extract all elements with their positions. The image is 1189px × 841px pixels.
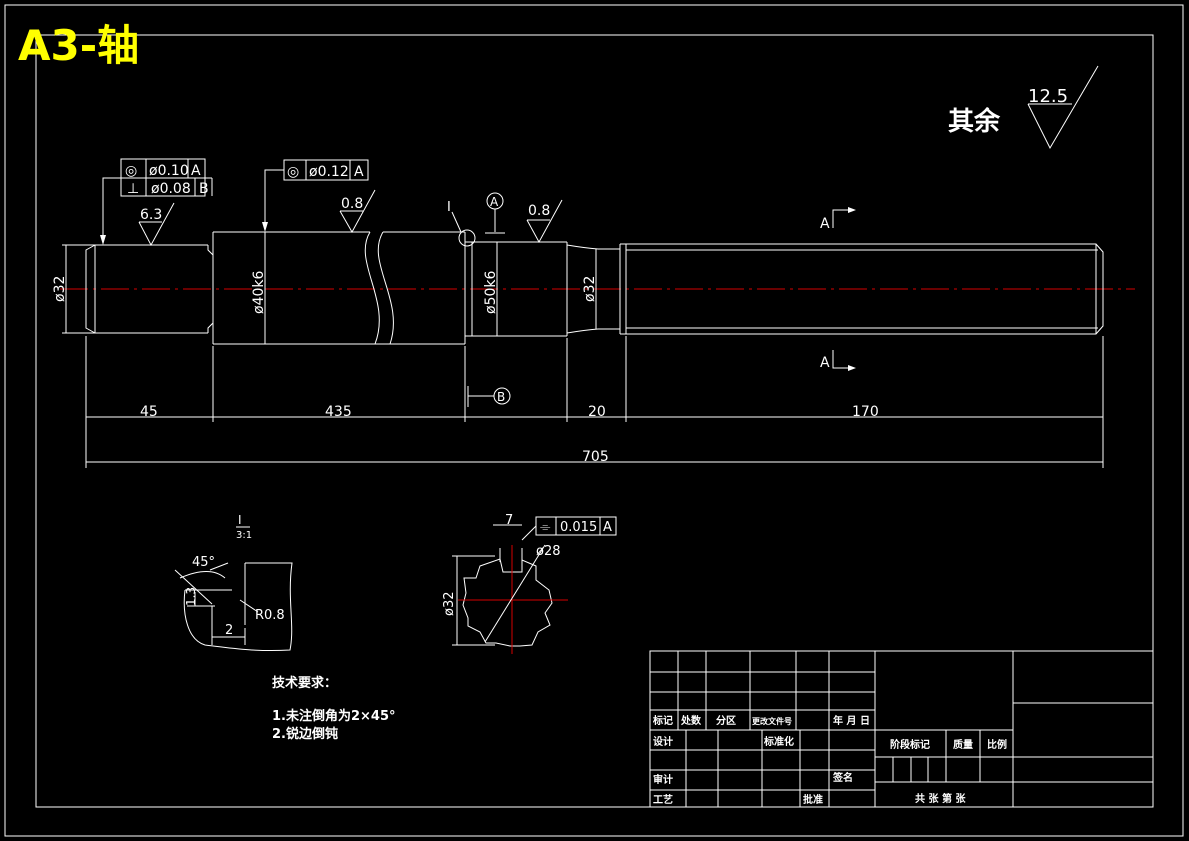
- dia-40k6: ø40k6: [251, 271, 267, 314]
- gdt3-symbol: ⌯: [540, 520, 551, 535]
- roughness-note: 其余 12.5: [948, 65, 1099, 150]
- svg-text:6.3: 6.3: [140, 207, 162, 223]
- tb-qianming: 签名: [832, 771, 853, 784]
- dia-32-left: ø32: [52, 276, 68, 302]
- gdt-frame-1: ◎ ø0.10 A ⊥ ø0.08 B: [100, 158, 213, 245]
- tb-gongyi: 工艺: [653, 793, 673, 806]
- gdt2-datum: A: [354, 164, 364, 180]
- detail-dim-vertical: 1.3: [184, 587, 198, 606]
- detail-view-label: I: [238, 513, 242, 527]
- length-45: 45: [140, 404, 158, 420]
- dia-32-right: ø32: [582, 276, 598, 302]
- tb-gengai: 更改文件号: [752, 716, 792, 726]
- datum-a-label: A: [490, 195, 499, 209]
- tb-nianyueri: 年 月 日: [833, 714, 870, 727]
- tb-bili: 比例: [987, 738, 1007, 751]
- gdt3-value: 0.015: [560, 520, 597, 535]
- detail-callout: I: [447, 200, 476, 247]
- length-170: 170: [852, 404, 879, 420]
- detail-view-scale: 3:1: [236, 530, 252, 541]
- detail-view: I 3:1 45° 1.3 2 R0.8: [174, 513, 293, 652]
- tech-requirement-1: 1.未注倒角为2×45°: [272, 708, 396, 724]
- detail-radius: R0.8: [255, 608, 285, 623]
- length-20: 20: [588, 404, 606, 420]
- svg-text:A: A: [820, 355, 830, 371]
- gdt1-row2-symbol: ⊥: [127, 181, 139, 197]
- tb-biaozhunhua: 标准化: [763, 735, 794, 748]
- datum-a: A: [485, 192, 505, 234]
- roughness-mark-2: 0.8: [339, 189, 376, 234]
- inner-border: [35, 34, 1154, 808]
- detail-dim-horizontal: 2: [225, 623, 233, 638]
- svg-text:0.8: 0.8: [528, 203, 550, 219]
- section-outer-diameter: ø32: [442, 592, 457, 617]
- outer-border: [4, 4, 1184, 837]
- dia-50k6: ø50k6: [483, 271, 499, 314]
- tb-fenqu: 分区: [716, 714, 736, 727]
- gdt1-row1-symbol: ◎: [125, 163, 137, 179]
- section-inner-diameter: ø28: [536, 544, 561, 559]
- section-marker-top: A: [820, 207, 856, 232]
- gdt1-row1-value: ø0.10: [149, 163, 189, 179]
- gdt2-value: ø0.12: [309, 164, 349, 180]
- tb-jieduan: 阶段标记: [890, 738, 930, 751]
- length-705: 705: [582, 449, 609, 465]
- datum-b: B: [467, 386, 511, 407]
- title-block: 标记 处数 分区 更改文件号 年 月 日 设计 标准化 审计 签名 工艺 批准 …: [649, 650, 1154, 808]
- shaft-outline: [85, 231, 1104, 345]
- tech-requirements-heading: 技术要求：: [272, 675, 337, 691]
- tb-gongzhang: 共 张 第 张: [915, 792, 966, 805]
- section-view: 7 ø28 ø32 ⌯ 0.015 A: [442, 513, 617, 654]
- roughness-note-value: 12.5: [1028, 86, 1068, 107]
- length-dimensions: 45 435 20 170 705: [85, 336, 1104, 468]
- sheet-title: A3-轴: [18, 21, 139, 70]
- gdt2-symbol: ◎: [287, 164, 299, 180]
- section-marker-bottom: A: [820, 350, 856, 371]
- detail-angle: 45°: [192, 555, 215, 570]
- roughness-mark-1: 6.3: [138, 202, 175, 247]
- gdt-frame-2: ◎ ø0.12 A: [262, 159, 369, 232]
- tb-chushu: 处数: [680, 714, 702, 727]
- svg-text:0.8: 0.8: [341, 196, 363, 212]
- detail-callout-label: I: [447, 200, 451, 215]
- length-435: 435: [325, 404, 352, 420]
- tech-requirement-2: 2.锐边倒钝: [272, 726, 338, 742]
- gdt3-datum: A: [603, 520, 612, 535]
- datum-b-label: B: [497, 390, 505, 404]
- diameter-dimensions: ø32 ø40k6 ø50k6 ø32: [52, 232, 598, 344]
- gdt1-row2-datum: B: [199, 181, 209, 197]
- tech-requirements: 技术要求： 1.未注倒角为2×45° 2.锐边倒钝: [272, 675, 396, 742]
- tb-sheji: 设计: [653, 735, 673, 748]
- svg-text:A: A: [820, 216, 830, 232]
- roughness-note-label: 其余: [948, 106, 1001, 137]
- roughness-mark-3: 0.8: [526, 199, 563, 244]
- tb-biaoji: 标记: [652, 714, 673, 727]
- section-width: 7: [505, 513, 513, 528]
- gdt1-row2-value: ø0.08: [151, 181, 191, 197]
- tb-pizhun: 批准: [803, 793, 823, 806]
- gdt1-row1-datum: A: [191, 163, 201, 179]
- tb-shenhe: 审计: [653, 773, 673, 786]
- tb-zhiliang: 质量: [953, 738, 973, 751]
